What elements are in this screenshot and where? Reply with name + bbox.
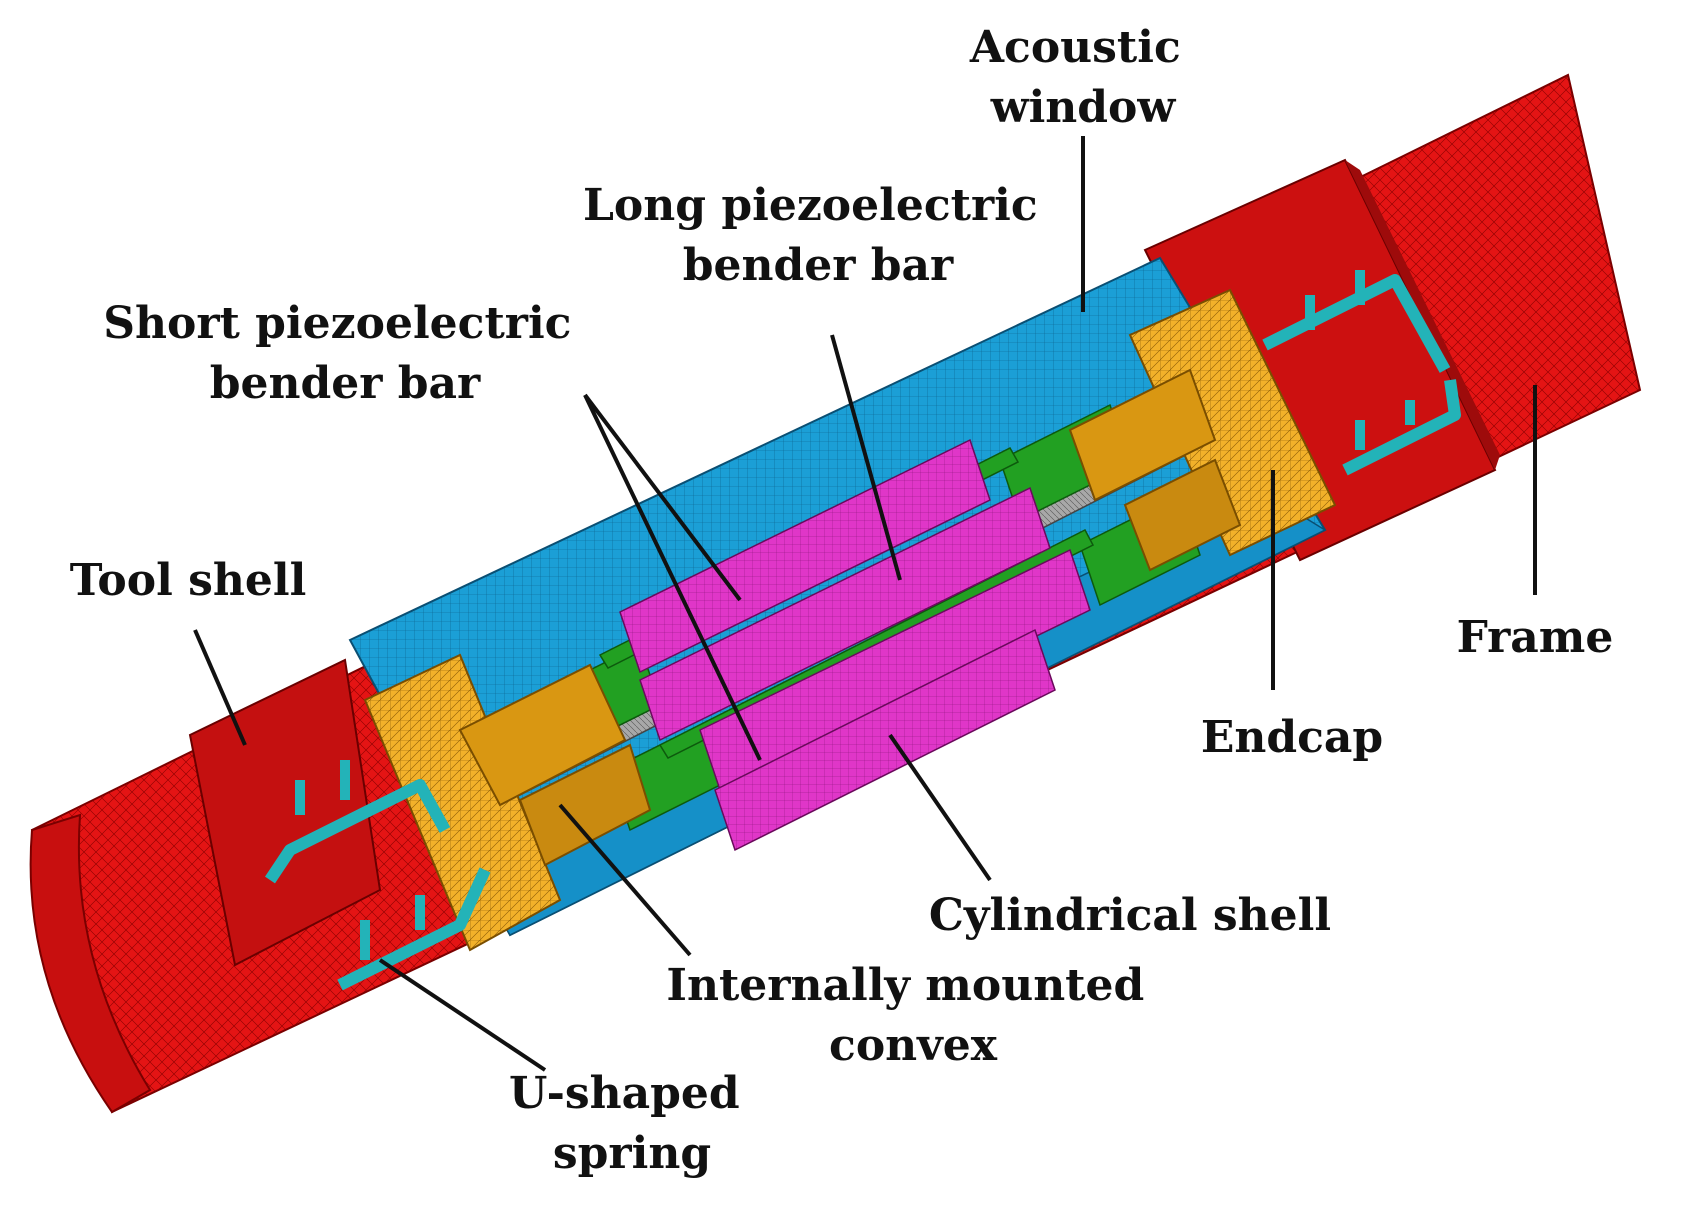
- leader-short-bar-b: [583, 394, 762, 761]
- endcap-left-stub2: [518, 743, 652, 867]
- label-cylindrical-shell: Cylindrical shell: [929, 890, 1331, 941]
- leader-short-bar-a: [583, 393, 742, 602]
- u-spring-left-2: [337, 867, 491, 991]
- endcap-right-stub: [1068, 368, 1217, 502]
- transducer-model: [29, 73, 1642, 1114]
- leader-convex: [558, 803, 692, 957]
- tool-shell-right-inner: [1345, 160, 1500, 470]
- endcap-right-stub2: [1123, 458, 1242, 572]
- label-acoustic-window: Acoustic window: [969, 22, 1196, 133]
- short-bar-top: [619, 438, 991, 674]
- long-bar-upper: [639, 486, 1051, 742]
- label-endcap: Endcap: [1201, 712, 1383, 763]
- leader-cylindrical-shell: [888, 733, 992, 882]
- piezo-bars: [619, 438, 1091, 852]
- endcap-left-stub: [458, 663, 627, 807]
- long-bar-lower: [699, 548, 1091, 792]
- u-spring-right-2: [1342, 379, 1461, 476]
- label-frame: Frame: [1457, 612, 1614, 663]
- tool-shell-left-cut: [188, 658, 382, 967]
- leader-tool-shell: [193, 629, 247, 746]
- endcaps: [363, 288, 1337, 952]
- short-bar-bottom: [714, 628, 1056, 852]
- u-springs: [265, 270, 1461, 991]
- labels: Acoustic window Long piezoelectric bende…: [70, 22, 1614, 1179]
- leader-spring: [378, 958, 547, 1072]
- label-convex: Internally mounted convex: [666, 960, 1159, 1071]
- label-tool-shell: Tool shell: [70, 555, 307, 606]
- endcap-left-flange: [363, 653, 562, 952]
- label-spring: U-shaped spring: [509, 1068, 755, 1179]
- leader-lines: [193, 136, 1537, 1072]
- label-short-bar: Short piezoelectric bender bar: [103, 298, 587, 409]
- tool-shell-left-end: [29, 813, 152, 1114]
- u-spring-left: [265, 779, 451, 884]
- leader-long-bar: [830, 334, 902, 581]
- label-long-bar: Long piezoelectric bender bar: [583, 180, 1053, 291]
